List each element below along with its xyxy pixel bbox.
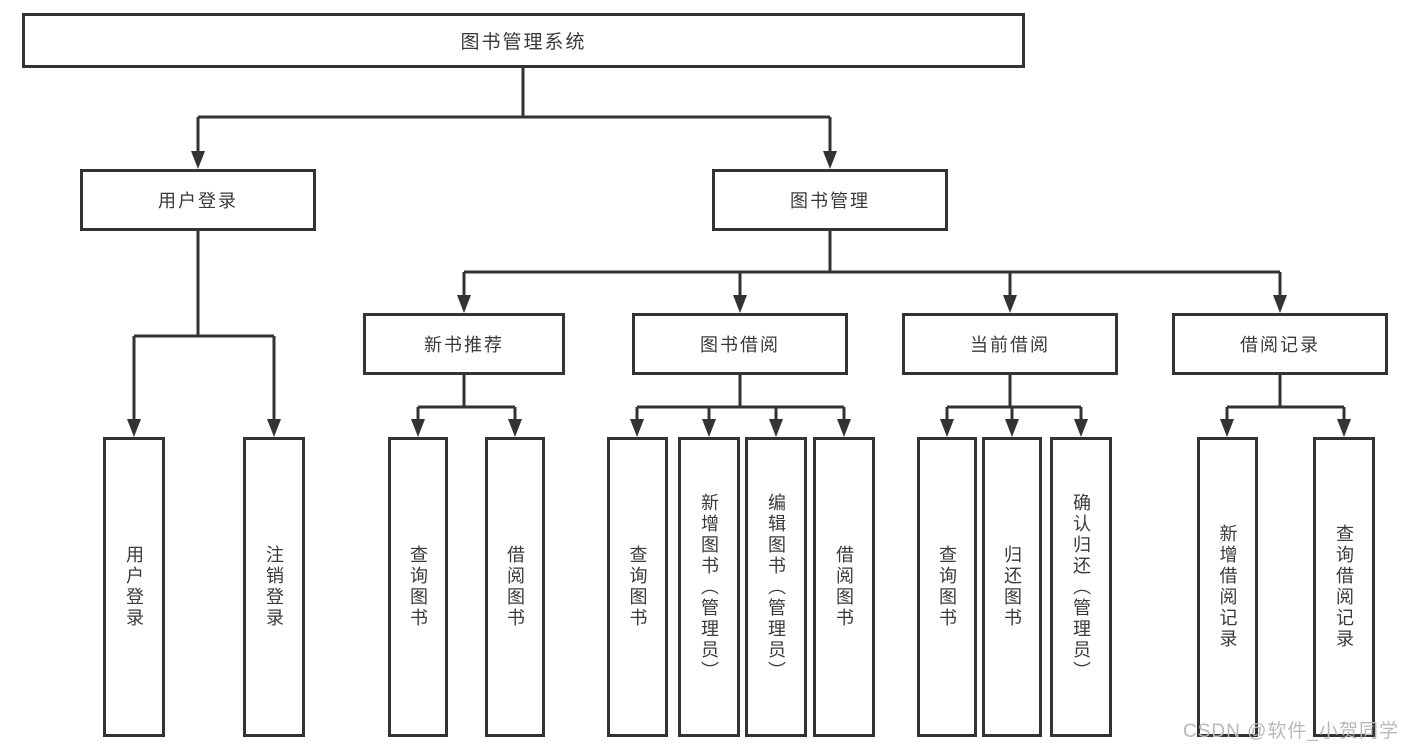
leaf-label: 新增图书（管理员） [699,492,719,682]
leaf-logout: 注销登录 [243,437,305,737]
leaf-borrow-borrow-books: 借阅图书 [813,437,875,737]
leaf-borrow-query-books: 查询图书 [607,437,668,737]
node-current-borrowing: 当前借阅 [902,313,1118,375]
node-label: 图书借阅 [700,335,780,355]
node-label: 用户登录 [158,191,238,211]
leaf-borrow-add-books-admin: 新增图书（管理员） [678,437,740,737]
leaf-label: 查询图书 [627,545,648,629]
leaf-records-query-borrow-record: 查询借阅记录 [1313,437,1375,737]
node-borrowing-records: 借阅记录 [1172,313,1388,375]
leaf-label: 确认归还（管理员） [1071,492,1091,682]
leaf-borrow-edit-books-admin: 编辑图书（管理员） [745,437,807,737]
leaf-user-login: 用户登录 [103,437,165,737]
node-label: 新书推荐 [424,335,504,355]
leaf-current-confirm-return-admin: 确认归还（管理员） [1050,437,1112,737]
node-book-borrowing: 图书借阅 [632,313,848,375]
node-label: 借阅记录 [1240,335,1320,355]
leaf-rec-borrow-books: 借阅图书 [485,437,545,737]
node-new-book-recommendation: 新书推荐 [363,313,565,375]
node-label: 图书管理系统 [460,32,587,53]
node-library-management-system: 图书管理系统 [22,13,1025,68]
node-user-login: 用户登录 [80,169,316,231]
node-label: 当前借阅 [970,335,1050,355]
leaf-label: 查询图书 [408,545,428,629]
csdn-watermark: CSDN @软件_小贺同学 [1183,721,1399,742]
leaf-rec-query-books: 查询图书 [388,437,448,737]
leaf-label: 借阅图书 [505,545,525,629]
node-book-management: 图书管理 [712,169,948,231]
leaf-label: 编辑图书（管理员） [766,492,786,682]
leaf-current-return-books: 归还图书 [982,437,1042,737]
leaf-label: 注销登录 [264,545,284,629]
leaf-current-query-books: 查询图书 [917,437,977,737]
leaf-label: 查询借阅记录 [1334,524,1354,650]
leaf-label: 用户登录 [124,545,144,629]
leaf-label: 查询图书 [937,545,957,629]
leaf-label: 借阅图书 [834,545,854,629]
leaf-label: 归还图书 [1002,545,1022,629]
leaf-label: 新增借阅记录 [1217,524,1238,650]
leaf-records-add-borrow-record: 新增借阅记录 [1197,437,1258,737]
node-label: 图书管理 [790,191,870,211]
